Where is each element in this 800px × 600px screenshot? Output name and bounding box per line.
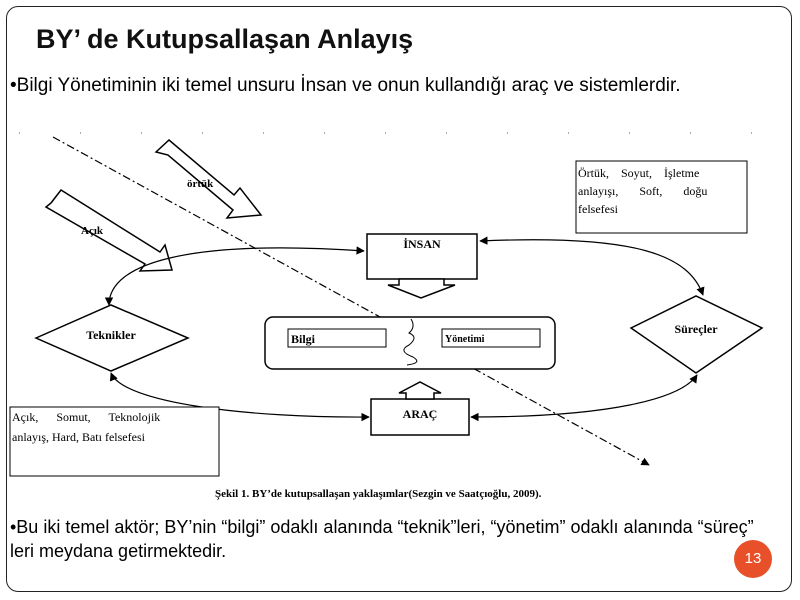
diagram-figure: örtük Açık İNSAN Teknikler Süreçler Bilg… — [9, 132, 779, 500]
right-box-line-1: Örtük, Soyut, İşletme — [578, 166, 699, 180]
teknikler-label: Teknikler — [86, 328, 136, 342]
figure-caption: Şekil 1. BY’de kutupsallaşan yaklaşımlar… — [215, 488, 542, 500]
bilgi-field — [287, 328, 387, 348]
yonetimi-field — [441, 328, 541, 348]
surecler-label: Süreçler — [674, 322, 718, 336]
insan-down-arrow — [387, 278, 456, 299]
ortuk-block-arrow — [154, 138, 263, 219]
surecler-diamond — [629, 295, 764, 374]
yonetimi-label: Yönetimi — [445, 334, 485, 345]
connector-insan-surecler — [479, 236, 705, 296]
teknikler-diamond — [34, 304, 190, 372]
bullet-bottom: •Bu iki temel aktör; BY’nin “bilgi” odak… — [10, 517, 754, 561]
ortuk-arrow-label: örtük — [187, 178, 214, 190]
acik-arrow-label: Açık — [81, 225, 104, 237]
arac-label: ARAÇ — [403, 407, 438, 421]
insan-label: İNSAN — [403, 237, 441, 251]
acik-block-arrow — [44, 189, 173, 272]
left-box-line-1: Açık, Somut, Teknolojik — [12, 410, 160, 424]
bullet-top: •Bilgi Yönetiminin iki temel unsuru İnsa… — [10, 75, 681, 96]
right-box-line-3: felsefesi — [578, 202, 619, 216]
insan-box — [366, 233, 478, 280]
bilgi-label: Bilgi — [291, 332, 316, 346]
right-box-line-2: anlayışı, Soft, doğu — [578, 184, 707, 198]
right-text-box — [575, 160, 748, 234]
connector-arac-surecler — [470, 374, 698, 422]
bilgi-yonetimi-squiggle — [403, 318, 418, 366]
arac-up-arrow — [398, 381, 442, 400]
left-text-box — [9, 406, 220, 477]
slide-title: BY’ de Kutupsallaşan Anlayış — [36, 24, 414, 54]
connector-insan-teknikler — [104, 246, 365, 306]
left-box-line-2: anlayış, Hard, Batı felsefesi — [12, 430, 146, 444]
slide-number-badge: 13 — [734, 540, 772, 578]
